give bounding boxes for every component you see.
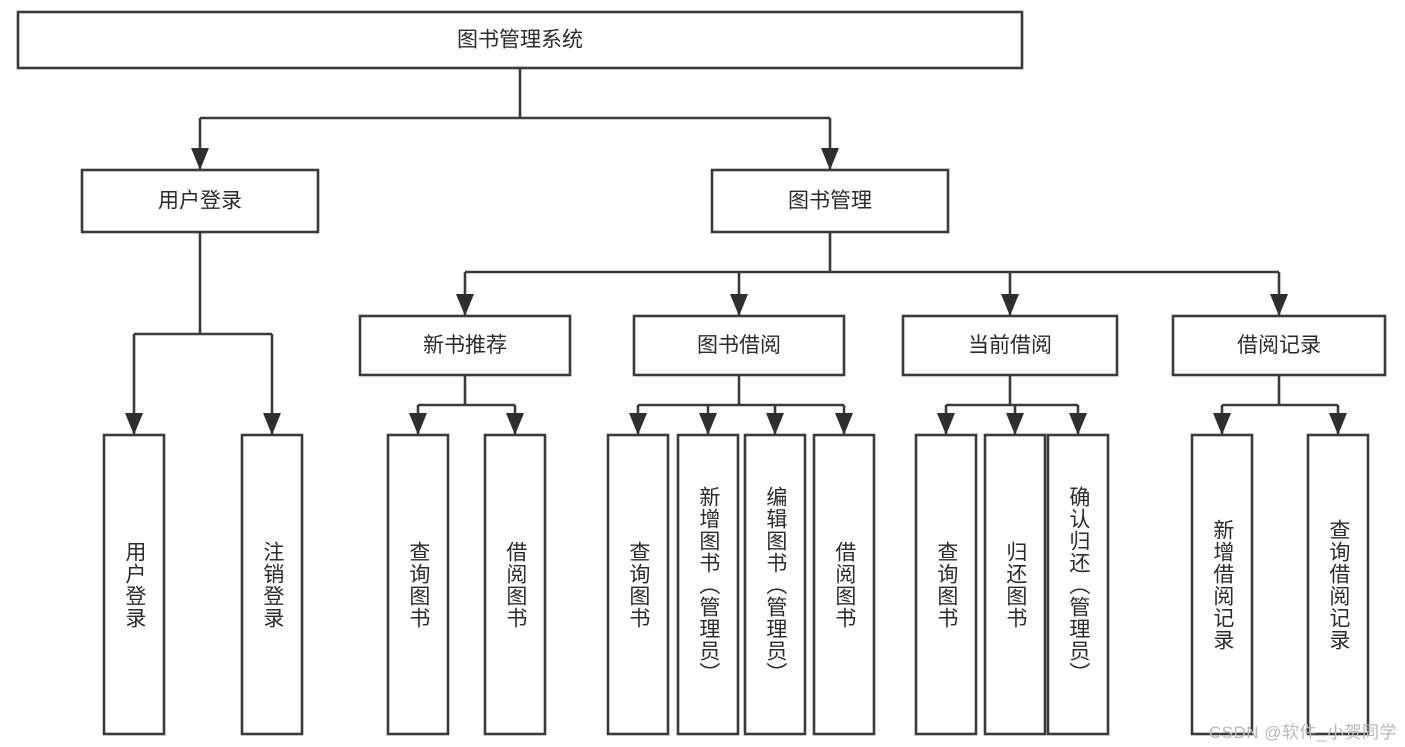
watermark-text: CSDN @软件_小贺同学 bbox=[1208, 723, 1397, 742]
node-label-current_borrow: 当前借阅 bbox=[968, 334, 1052, 357]
node-label-book_borrow: 图书借阅 bbox=[697, 334, 781, 357]
node-box-leaf_borrow_book_2[interactable] bbox=[812, 433, 876, 736]
arrow-head-icon bbox=[1213, 413, 1231, 435]
edges-layer bbox=[125, 68, 1347, 435]
node-box-leaf_logout[interactable] bbox=[240, 433, 304, 736]
arrow-head-icon bbox=[1329, 413, 1347, 435]
arrow-head-icon bbox=[1001, 294, 1019, 316]
arrow-head-icon bbox=[821, 148, 839, 170]
node-label-root: 图书管理系统 bbox=[457, 29, 583, 52]
node-box-leaf_add_record[interactable] bbox=[1190, 433, 1254, 736]
node-box-current_borrow[interactable] bbox=[901, 314, 1119, 377]
arrow-head-icon bbox=[1006, 413, 1024, 435]
node-label-borrow_record: 借阅记录 bbox=[1237, 334, 1321, 357]
arrow-head-icon bbox=[766, 413, 784, 435]
arrow-head-icon bbox=[125, 413, 143, 435]
node-box-leaf_edit_book[interactable] bbox=[743, 433, 807, 736]
node-label-new_book_rec: 新书推荐 bbox=[423, 334, 507, 357]
arrow-head-icon bbox=[506, 413, 524, 435]
node-box-leaf_user_login[interactable] bbox=[102, 433, 166, 736]
arrow-head-icon bbox=[456, 294, 474, 316]
node-box-leaf_add_book[interactable] bbox=[676, 433, 740, 736]
arrow-head-icon bbox=[263, 413, 281, 435]
arrow-head-icon bbox=[730, 294, 748, 316]
node-box-leaf_query_book_2[interactable] bbox=[606, 433, 670, 736]
node-box-leaf_return_book[interactable] bbox=[983, 433, 1047, 736]
node-box-leaf_borrow_book_1[interactable] bbox=[483, 433, 547, 736]
node-label-book_manage: 图书管理 bbox=[788, 190, 872, 213]
arrow-head-icon bbox=[191, 148, 209, 170]
node-box-root[interactable] bbox=[16, 10, 1024, 70]
node-box-book_borrow[interactable] bbox=[632, 314, 846, 377]
node-box-user_login[interactable] bbox=[80, 168, 320, 234]
node-label-user_login: 用户登录 bbox=[158, 190, 242, 213]
arrow-head-icon bbox=[699, 413, 717, 435]
node-box-book_manage[interactable] bbox=[710, 168, 950, 234]
node-box-borrow_record[interactable] bbox=[1171, 314, 1387, 377]
node-box-leaf_query_book_3[interactable] bbox=[914, 433, 978, 736]
arrow-head-icon bbox=[937, 413, 955, 435]
node-box-leaf_confirm_return[interactable] bbox=[1046, 433, 1110, 736]
node-box-leaf_query_record[interactable] bbox=[1306, 433, 1370, 736]
node-box-leaf_query_book_1[interactable] bbox=[386, 433, 450, 736]
arrow-head-icon bbox=[1069, 413, 1087, 435]
arrow-head-icon bbox=[409, 413, 427, 435]
arrow-head-icon bbox=[835, 413, 853, 435]
arrow-head-icon bbox=[629, 413, 647, 435]
node-box-new_book_rec[interactable] bbox=[358, 314, 572, 377]
arrow-head-icon bbox=[1270, 294, 1288, 316]
